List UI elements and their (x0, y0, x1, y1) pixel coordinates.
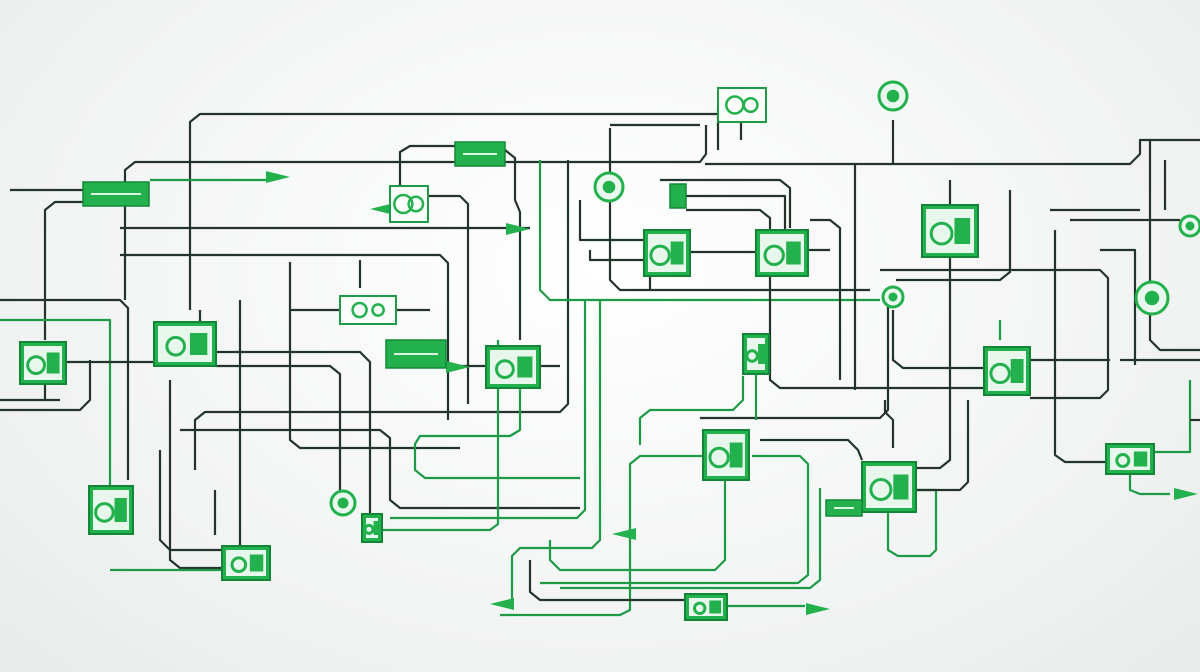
wire (180, 428, 580, 510)
component-node[interactable] (861, 461, 917, 513)
wire (1148, 140, 1200, 352)
nodes (19, 80, 1200, 621)
wire (560, 488, 822, 590)
wire (390, 300, 587, 520)
arrow-head (612, 528, 636, 540)
arrow-head (1174, 488, 1198, 500)
arrow-head (806, 603, 830, 615)
wire (168, 380, 222, 570)
wire (916, 400, 970, 492)
wire (413, 388, 580, 480)
wire (288, 262, 460, 450)
wire (528, 560, 685, 602)
wire (428, 194, 470, 404)
component-node[interactable] (389, 185, 429, 223)
component-node[interactable] (1105, 443, 1155, 475)
wire (158, 450, 222, 552)
arrows (266, 171, 1198, 615)
wire (43, 200, 83, 340)
wire (548, 480, 727, 572)
wires (0, 108, 1200, 617)
component-node[interactable] (454, 141, 506, 167)
component-node[interactable] (485, 345, 541, 389)
wire (760, 438, 864, 461)
arrow-head (506, 223, 530, 235)
arrow-head (490, 598, 514, 610)
wire (382, 340, 500, 532)
component-node[interactable] (153, 321, 217, 367)
component-node[interactable] (983, 346, 1031, 396)
wire (810, 218, 842, 380)
wire (510, 300, 602, 600)
junction-node[interactable] (1178, 214, 1200, 238)
wire (686, 208, 772, 232)
wire (883, 400, 895, 448)
arrow-head (266, 171, 290, 183)
wire (660, 178, 792, 228)
component-node[interactable] (385, 339, 447, 369)
wire (880, 268, 1110, 400)
wire (1053, 230, 1106, 464)
component-node[interactable] (755, 229, 809, 277)
wire (608, 128, 870, 292)
wire (398, 144, 455, 186)
wire (700, 290, 890, 420)
component-node[interactable] (221, 545, 271, 581)
component-node[interactable] (742, 333, 770, 375)
wire (540, 454, 810, 585)
junction-node[interactable] (1134, 280, 1170, 316)
component-node[interactable] (921, 204, 979, 258)
wire (538, 160, 880, 302)
wire (916, 257, 952, 470)
wire (588, 250, 644, 262)
component-node[interactable] (339, 295, 397, 325)
junction-node[interactable] (593, 171, 625, 203)
wire (0, 318, 112, 490)
wire (896, 190, 1012, 282)
wire (0, 298, 130, 480)
wire (188, 112, 766, 310)
wire (504, 149, 522, 340)
junction-node[interactable] (881, 285, 905, 309)
wire (1100, 248, 1137, 365)
component-node[interactable] (669, 183, 687, 209)
junction-node[interactable] (877, 80, 909, 112)
wire (1154, 380, 1192, 454)
component-node[interactable] (88, 485, 134, 535)
wire (1128, 474, 1170, 496)
wire (193, 160, 570, 470)
component-node[interactable] (702, 429, 750, 481)
wire (768, 276, 984, 390)
arrow-head (370, 203, 394, 215)
wire (686, 194, 787, 230)
wire (216, 364, 342, 495)
component-node[interactable] (684, 593, 728, 621)
component-node[interactable] (82, 181, 150, 207)
component-node[interactable] (825, 499, 863, 517)
wire (638, 376, 745, 445)
wire (891, 310, 984, 370)
wire (705, 138, 1200, 166)
component-node[interactable] (361, 513, 383, 543)
arrow-head (446, 361, 470, 373)
wire (0, 360, 92, 412)
component-node[interactable] (717, 87, 767, 123)
wire (216, 350, 372, 520)
component-node[interactable] (19, 341, 67, 385)
junction-node[interactable] (329, 489, 357, 517)
component-node[interactable] (643, 229, 691, 277)
wire (120, 253, 450, 420)
wire (578, 200, 644, 242)
